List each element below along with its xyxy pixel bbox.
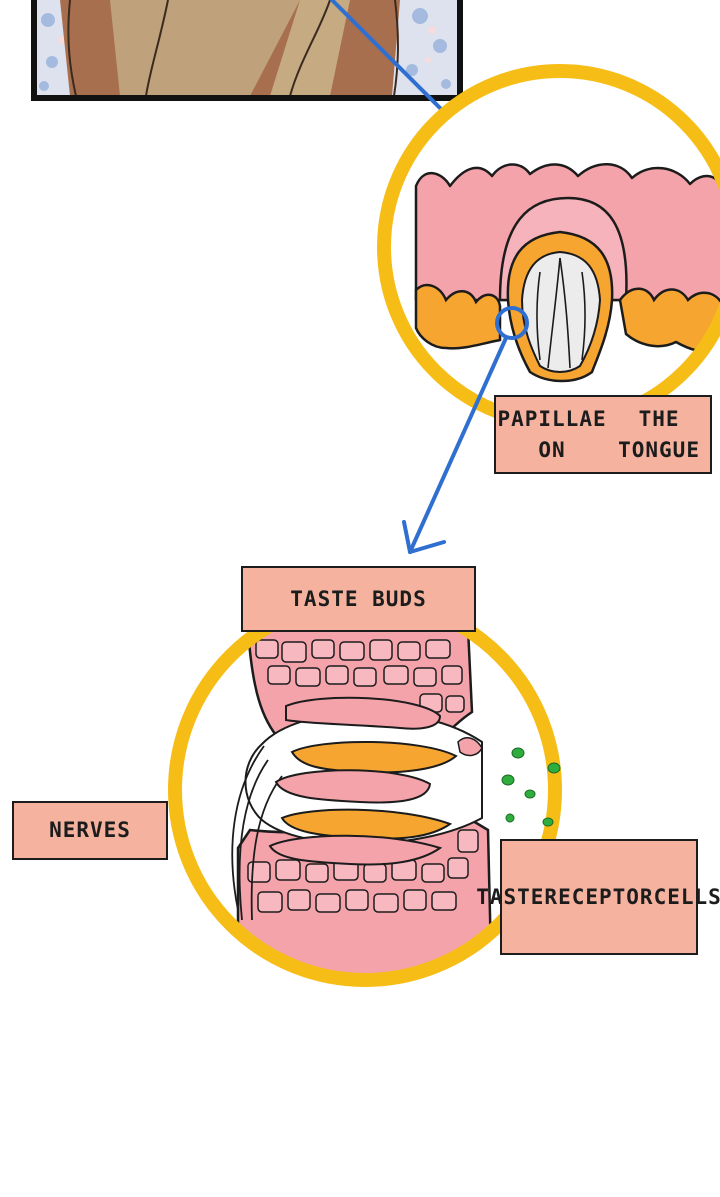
label-papillae-on-the-tongue: PAPILLAE ON THE TONGUE bbox=[494, 395, 712, 474]
label-nerves-text: NERVES bbox=[49, 818, 131, 843]
arrow-to-taste-bud bbox=[402, 336, 508, 554]
label-nerves: NERVES bbox=[12, 801, 168, 860]
label-receptor-line-2: RECEPTOR bbox=[544, 884, 654, 909]
comic-panel-fragment bbox=[31, 0, 463, 101]
taste-bud-circle bbox=[168, 593, 562, 987]
papilla-highlight-ring bbox=[495, 306, 529, 340]
label-taste-buds-text: TASTE BUDS bbox=[290, 586, 427, 611]
label-papillae-line-2: THE TONGUE bbox=[618, 407, 700, 462]
taste-molecules bbox=[501, 747, 561, 827]
label-receptor-line-1: TASTE bbox=[476, 884, 545, 909]
label-taste-buds: TASTE BUDS bbox=[241, 566, 476, 632]
label-receptor-line-3: CELLS bbox=[653, 884, 720, 909]
tongue-circle bbox=[377, 64, 720, 430]
label-taste-receptor-cells: TASTE RECEPTOR CELLS bbox=[476, 839, 720, 955]
label-papillae-line-1: PAPILLAE ON bbox=[497, 407, 607, 462]
